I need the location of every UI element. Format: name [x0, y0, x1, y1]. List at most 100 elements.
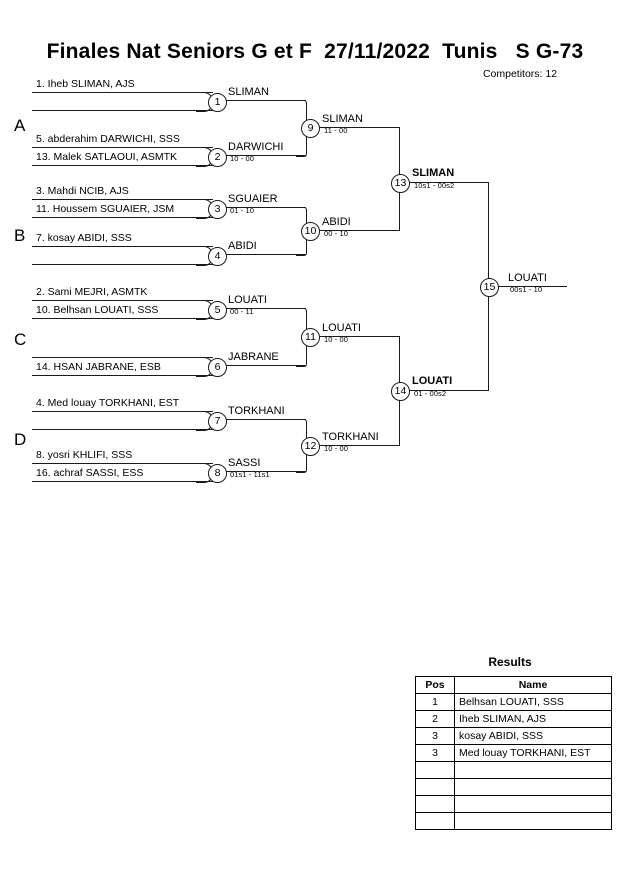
competitor-entry: 13. Malek SATLAOUI, ASMTK	[36, 151, 178, 163]
winner-line-9	[317, 127, 400, 128]
match-node-11[interactable]: 11	[301, 328, 320, 347]
match-node-4[interactable]: 4	[208, 247, 227, 266]
competitor-entry: 14. HSAN JABRANE, ESB	[36, 361, 161, 373]
match-node-14[interactable]: 14	[391, 382, 410, 401]
result-name	[454, 812, 612, 830]
entry-line-5	[32, 199, 213, 200]
winner-label-8: SASSI	[228, 457, 261, 469]
score-10: 00 - 10	[324, 229, 349, 238]
winner-label-2: DARWICHI	[228, 141, 284, 153]
page-title: Finales Nat Seniors G et F 27/11/2022 Tu…	[46, 40, 584, 63]
match-node-13[interactable]: 13	[391, 174, 410, 193]
table-row	[415, 761, 612, 779]
result-name	[454, 761, 612, 779]
score-15: 00s1 - 10	[510, 285, 543, 294]
score-2: 10 - 00	[230, 154, 255, 163]
winner-line-12	[317, 445, 400, 446]
entry-line-4	[32, 165, 213, 166]
table-row: 2 Iheb SLIMAN, AJS	[415, 710, 612, 728]
group-label-a: A	[14, 116, 26, 135]
column-header-name: Name	[454, 676, 612, 694]
entry-line-10	[32, 318, 213, 319]
result-name: Belhsan LOUATI, SSS	[454, 693, 612, 711]
entry-line-3	[32, 147, 213, 148]
score-5: 00 - 11	[230, 307, 254, 316]
match-node-9[interactable]: 9	[301, 119, 320, 138]
winner-label-13: SLIMAN	[412, 167, 455, 179]
match-node-10[interactable]: 10	[301, 222, 320, 241]
score-9: 11 - 00	[324, 126, 348, 135]
match-node-1[interactable]: 1	[208, 93, 227, 112]
result-name: Med louay TORKHANI, EST	[454, 744, 612, 762]
winner-label-6: JABRANE	[228, 351, 279, 363]
competitor-entry: 2. Sami MEJRI, ASMTK	[36, 286, 148, 298]
match-node-8[interactable]: 8	[208, 464, 227, 483]
champion-label: LOUATI	[508, 272, 547, 284]
result-name: Iheb SLIMAN, AJS	[454, 710, 612, 728]
entry-line-12	[32, 375, 213, 376]
table-row	[415, 812, 612, 830]
winner-line-13	[408, 182, 489, 183]
result-name: kosay ABIDI, SSS	[454, 727, 612, 745]
results-table: Pos Name 1 Belhsan LOUATI, SSS 2 Iheb SL…	[415, 676, 612, 830]
match-node-5[interactable]: 5	[208, 301, 227, 320]
table-row: 1 Belhsan LOUATI, SSS	[415, 693, 612, 711]
score-11: 10 - 00	[324, 335, 349, 344]
winner-line-2	[224, 155, 306, 156]
group-label-d: D	[14, 430, 27, 449]
result-pos	[415, 795, 455, 813]
match-node-3[interactable]: 3	[208, 200, 227, 219]
result-pos: 1	[415, 693, 455, 711]
competitor-entry: 10. Belhsan LOUATI, SSS	[36, 304, 159, 316]
winner-line-3	[224, 207, 306, 208]
result-pos	[415, 761, 455, 779]
score-13: 10s1 - 00s2	[414, 181, 455, 190]
results-title: Results	[488, 655, 532, 669]
competitor-entry: 3. Mahdi NCIB, AJS	[36, 185, 129, 197]
group-label-b: B	[14, 226, 26, 245]
match-node-2[interactable]: 2	[208, 148, 227, 167]
result-name	[454, 778, 612, 796]
winner-label-12: TORKHANI	[322, 431, 379, 443]
result-pos	[415, 778, 455, 796]
winner-line-10	[317, 230, 400, 231]
entry-line-9	[32, 300, 213, 301]
winner-label-5: LOUATI	[228, 294, 267, 306]
table-row	[415, 778, 612, 796]
competitor-entry: 5. abderahim DARWICHI, SSS	[36, 133, 180, 145]
entry-line-6	[32, 217, 213, 218]
table-row	[415, 795, 612, 813]
entry-line-16	[32, 481, 213, 482]
match-node-7[interactable]: 7	[208, 412, 227, 431]
table-row: 3 Med louay TORKHANI, EST	[415, 744, 612, 762]
match-node-15[interactable]: 15	[480, 278, 499, 297]
winner-line-4	[224, 254, 306, 255]
competitor-entry: 8. yosri KHLIFI, SSS	[36, 449, 133, 461]
entry-line-7	[32, 246, 213, 247]
winner-label-11: LOUATI	[322, 322, 361, 334]
result-pos: 2	[415, 710, 455, 728]
table-header-row: Pos Name	[415, 676, 612, 694]
entry-line-15	[32, 463, 213, 464]
column-header-pos: Pos	[415, 676, 455, 694]
score-3: 01 - 10	[230, 206, 255, 215]
winner-label-14: LOUATI	[412, 375, 453, 387]
result-pos	[415, 812, 455, 830]
winner-line-5	[224, 308, 306, 309]
competitors-count: Competitors: 12	[482, 68, 558, 80]
winner-line-8	[224, 471, 306, 472]
result-name	[454, 795, 612, 813]
result-pos: 3	[415, 727, 455, 745]
competitor-entry: 4. Med louay TORKHANI, EST	[36, 397, 180, 409]
entry-line-13	[32, 411, 213, 412]
entry-line-11	[32, 357, 213, 358]
score-12: 10 - 00	[324, 444, 349, 453]
winner-label-3: SGUAIER	[228, 193, 278, 205]
competitor-entry: 1. Iheb SLIMAN, AJS	[36, 78, 135, 90]
winner-line-14	[408, 390, 489, 391]
match-node-6[interactable]: 6	[208, 358, 227, 377]
entry-line-8	[32, 264, 213, 265]
winner-label-9: SLIMAN	[322, 113, 363, 125]
group-label-c: C	[14, 330, 27, 349]
match-node-12[interactable]: 12	[301, 437, 320, 456]
